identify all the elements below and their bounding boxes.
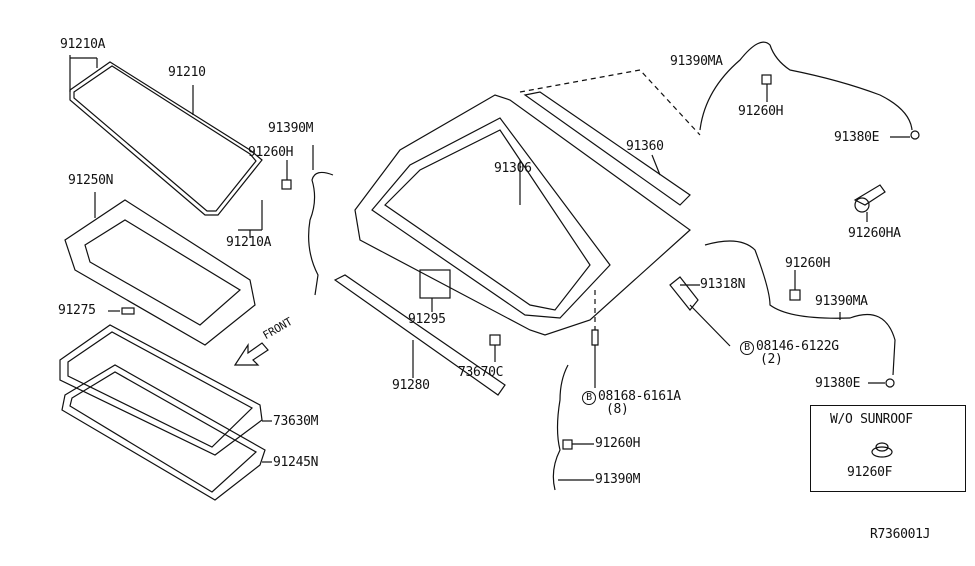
drain-hose-91390MA-top [699,41,913,131]
drain-hose-91390MA-right [704,240,896,376]
front-arrow-icon [233,342,269,366]
callout-91260H: 91260H [738,104,784,119]
callout-91260H: 91260H [595,436,641,451]
bolt-quantity: (2) [760,352,783,367]
callout-91380E: 91380E [834,130,880,145]
motor-91295 [419,269,451,299]
callout-91390M: 91390M [268,121,314,136]
callout-91318N: 91318N [700,277,746,292]
callout-91210A: 91210A [60,37,106,52]
bolt-marker-icon: B [740,341,754,355]
glass-panel-91210 [69,61,263,216]
drain-hose-91390M [308,171,334,296]
without-sunroof-title: W/O SUNROOF [830,412,913,427]
callout-91250N: 91250N [68,173,114,188]
callout-91245N: 91245N [273,455,319,470]
callout-91280: 91280 [392,378,430,393]
callout-91260F: 91260F [847,465,893,480]
callout-91306: 91306 [494,161,532,176]
callout-91260H: 91260H [248,145,294,160]
part-91275 [121,307,135,315]
seal-91245N [61,364,266,501]
callout-91360: 91360 [626,139,664,154]
diagram-id: R736001J [870,527,931,542]
deflector-91280 [333,274,506,396]
nut-73670C [489,334,501,346]
callout-73670C: 73670C [458,365,504,380]
callout-91275: 91275 [58,303,96,318]
grommet-91260F [871,446,893,458]
callout-91260H: 91260H [785,256,831,271]
sunshade-91250N [64,199,256,346]
callout-91390MA: 91390MA [815,294,868,309]
callout-91260HA: 91260HA [848,226,901,241]
clip-91260H-right [789,289,801,301]
callout-91390MA: 91390MA [670,54,723,69]
bolt-marker-icon: B [582,391,596,405]
bracket-91318N [669,276,699,311]
grommet-91260HA [853,184,886,206]
seal-73630M [59,324,263,456]
sunroof-frame-91306 [354,94,691,336]
callout-91210A: 91210A [226,235,272,250]
without-sunroof-box [810,405,966,492]
clip-91260H-bottom [562,439,573,450]
bolt-quantity: (8) [606,402,629,417]
bolt-part-number: 08168-6161A [598,389,681,404]
bolt-part-number: 08146-6122G [756,339,839,354]
callout-91210: 91210 [168,65,206,80]
drain-hose-91390M-bottom [552,364,569,491]
callout-91295: 91295 [408,312,446,327]
callout-73630M: 73630M [273,414,319,429]
callout-91380E: 91380E [815,376,861,391]
bolt-08168-icon [591,329,599,346]
clip-91260H-top [761,74,772,85]
callout-91390M: 91390M [595,472,641,487]
rail-91360 [523,91,691,206]
clip-91260H [281,179,292,190]
